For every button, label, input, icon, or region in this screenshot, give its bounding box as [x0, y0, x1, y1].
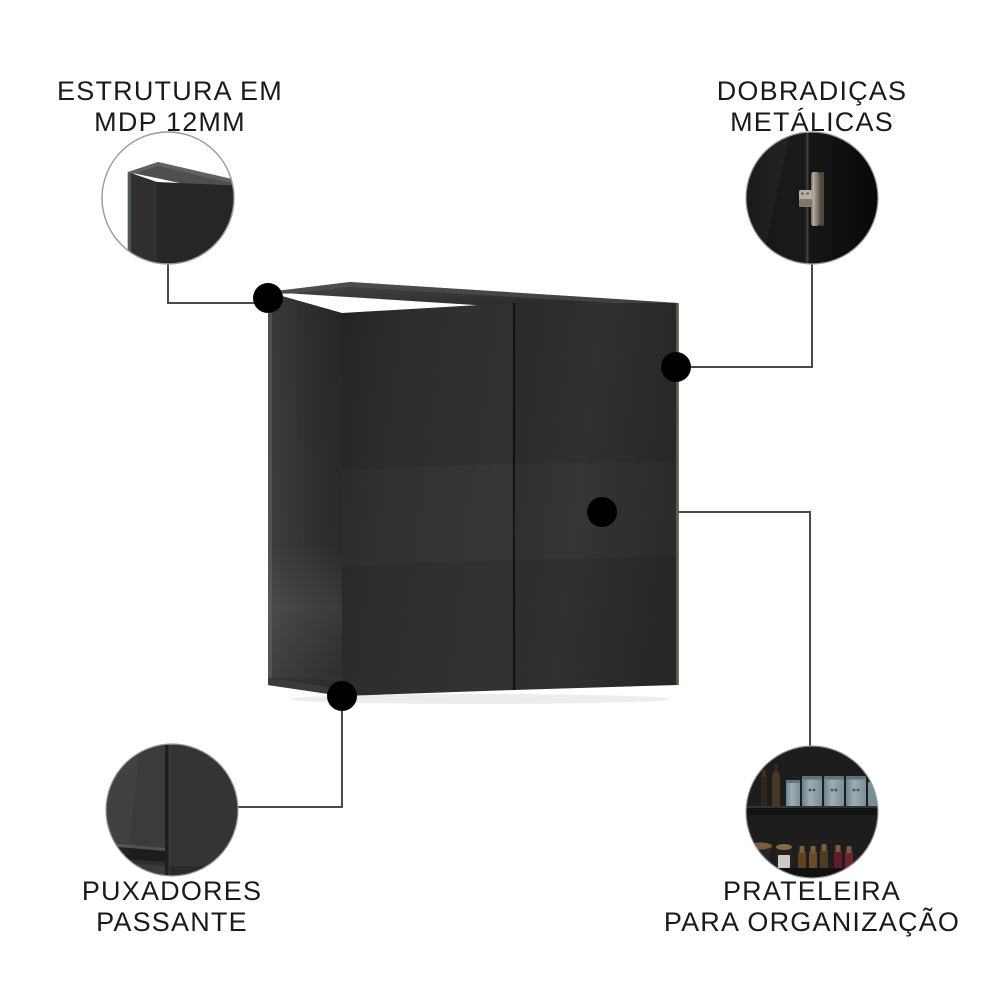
detail-shelf-board-upper-edge — [746, 806, 878, 808]
zoom-ring-hinges — [745, 131, 879, 265]
detail-spice-bottles — [798, 844, 853, 868]
zoom-ring-shelf — [745, 745, 879, 879]
detail-hinge-screw-1 — [801, 192, 804, 195]
callout-handles-line2: PASSANTE — [96, 906, 248, 937]
detail-jar-large — [776, 844, 792, 868]
cabinet-bottom-front-lip — [268, 678, 342, 696]
callout-hinges-line1: DOBRADIÇAS — [716, 76, 908, 106]
detail-corner-left-sliver — [127, 172, 131, 259]
zoom-circle-shelf — [745, 745, 879, 879]
cabinet-illustration — [268, 282, 679, 704]
callout-structure-line2: MDP 12MM — [94, 106, 246, 137]
marker-dots — [253, 283, 691, 711]
zoom-ring-structure — [101, 131, 235, 265]
connector-handles — [238, 696, 343, 808]
connector-structure — [167, 264, 268, 304]
detail-handle-gap-edge — [168, 744, 171, 876]
detail-hinge-screw-2 — [806, 192, 809, 195]
cabinet-shadow — [290, 694, 670, 704]
detail-hinge-arm-shadow — [820, 172, 824, 226]
callout-shelf-line2: PARA ORGANIZAÇÃO — [663, 906, 961, 937]
callout-label-structure: ESTRUTURA EM MDP 12MM — [57, 76, 283, 137]
callout-label-shelf: PRATELEIRA PARA ORGANIZAÇÃO — [664, 876, 960, 937]
cabinet-right-edge-highlight — [676, 303, 679, 685]
callout-structure-line1: ESTRUTURA EM — [57, 76, 283, 106]
callout-label-handles: PUXADORES PASSANTE — [82, 876, 262, 937]
detail-shelf-board-upper — [746, 806, 878, 815]
zoom-circle-structure — [101, 131, 235, 265]
zoom-circle-hinges — [745, 131, 879, 265]
detail-shelf-board-lower — [746, 868, 878, 878]
detail-hinge-arm — [811, 172, 820, 226]
detail-corner-side — [128, 172, 157, 264]
cabinet-side-left-edge — [268, 292, 272, 686]
detail-hinge-body-shade — [799, 199, 812, 207]
detail-handle-left-face — [106, 744, 166, 876]
zoom-ring-handles — [105, 743, 239, 877]
callout-handles-line1: PUXADORES — [81, 876, 263, 906]
connector-hinges — [676, 264, 813, 368]
cabinet-side-sheen — [268, 292, 342, 696]
marker-dot-shelf[interactable] — [587, 497, 617, 527]
detail-pull-lip — [106, 843, 165, 851]
cabinet-door-left — [342, 303, 514, 696]
callout-hinges-line2: METÁLICAS — [730, 106, 894, 137]
marker-dot-structure[interactable] — [253, 283, 283, 313]
callout-label-hinges: DOBRADIÇAS METÁLICAS — [717, 76, 908, 137]
cabinet-top-edge-highlight — [268, 282, 678, 307]
detail-pepper-mill-2 — [772, 764, 780, 806]
detail-handle-gap — [165, 744, 170, 876]
detail-handle-right-face — [170, 744, 238, 876]
marker-dot-hinges[interactable] — [661, 352, 691, 382]
marker-dot-handles[interactable] — [327, 681, 357, 711]
detail-canisters — [786, 776, 878, 806]
callout-shelf-line1: PRATELEIRA — [722, 876, 902, 906]
zoom-circle-handles — [105, 743, 239, 877]
detail-corner-top — [128, 162, 234, 192]
cabinet-door-right — [514, 303, 678, 690]
detail-pepper-mill-1 — [761, 770, 767, 806]
cabinet-door-sheen-left — [342, 464, 514, 566]
